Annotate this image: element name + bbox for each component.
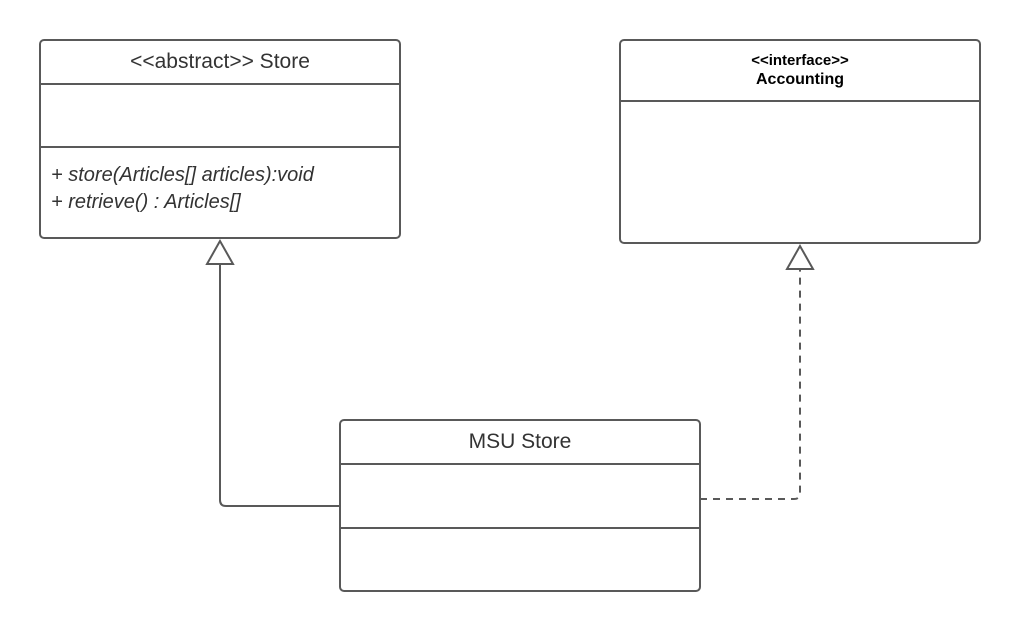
store-class-box[interactable]: <<abstract>> Store + store(Articles[] ar… (39, 39, 401, 239)
msu-store-attributes-section (341, 465, 699, 529)
generalization-line (219, 264, 340, 507)
store-operations-section: + store(Articles[] articles):void + retr… (41, 148, 399, 216)
realization-arrowhead (785, 243, 815, 270)
msu-store-class-title: MSU Store (468, 430, 572, 453)
accounting-interface-header: <<interface>> Accounting (621, 41, 979, 102)
generalization-arrowhead (205, 238, 235, 265)
store-attributes-section (41, 85, 399, 148)
accounting-interface-title: Accounting (756, 71, 844, 88)
store-operation: + store(Articles[] articles):void (51, 164, 314, 186)
store-class-title: <<abstract>> Store (130, 50, 310, 73)
accounting-interface-box[interactable]: <<interface>> Accounting (619, 39, 981, 244)
msu-store-class-box[interactable]: MSU Store (339, 419, 701, 592)
store-class-header: <<abstract>> Store (41, 41, 399, 85)
retrieve-operation: + retrieve() : Articles[] (51, 191, 241, 213)
msu-store-class-header: MSU Store (341, 421, 699, 465)
interface-stereotype: <<interface>> (751, 52, 849, 69)
realization-line (700, 269, 801, 500)
